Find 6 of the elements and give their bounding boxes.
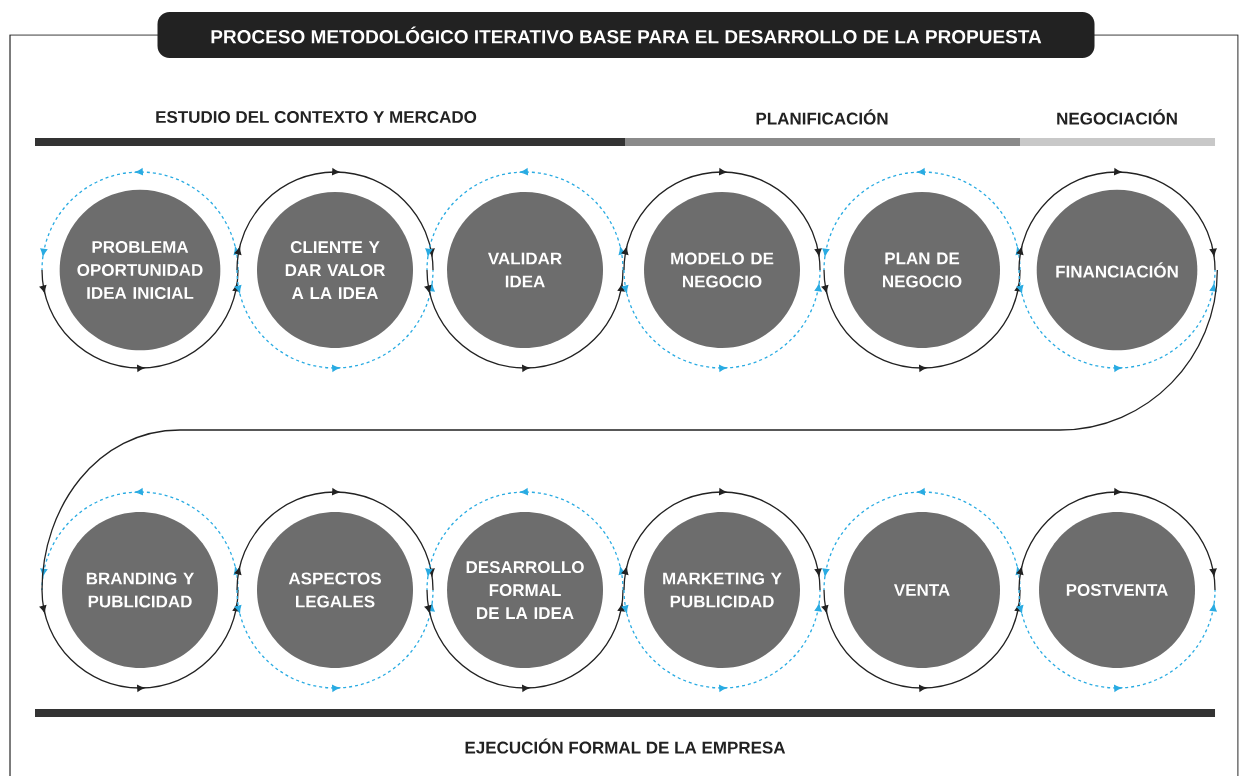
footer-label: EJECUCIÓN FORMAL DE LA EMPRESA (465, 738, 786, 754)
phase-label: PLANIFICACIÓN (756, 109, 888, 125)
title-banner: PROCESO METODOLÓGICO ITERATIVO BASE PARA EL DESARROLLO DE LA PROPUESTA (157, 12, 1095, 58)
phase-label: NEGOCIACIÓN (1057, 109, 1177, 125)
phase-label: ESTUDIO DEL CONTEXTO Y MERCADO (156, 110, 477, 123)
connector-line (41, 269, 1218, 591)
